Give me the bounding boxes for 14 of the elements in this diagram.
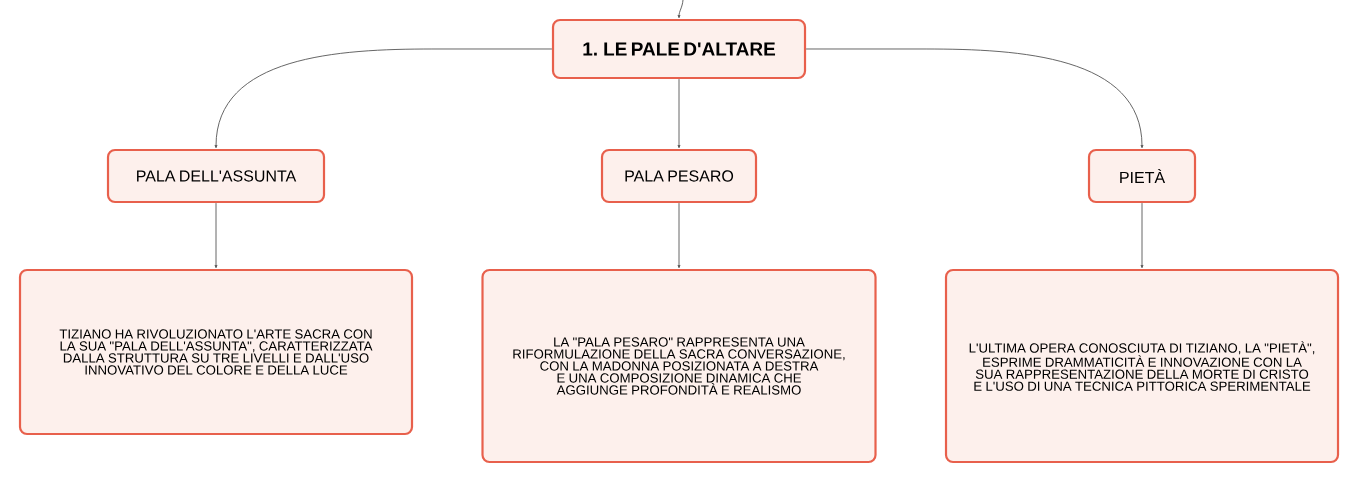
arrow [677, 78, 681, 149]
arrow [805, 48, 1144, 149]
subtopic-box: PALA DELL'ASSUNTA [106, 148, 326, 204]
description-box: L'ULTIMA OPERA CONOSCIUTA DI TIZIANO, LA "PIETÀ", ESPRIME DRAMMATICITÀ E INNOVAZIONE CON LA SUA RAPPRESENTAZIONE DELLA MORTE DI CRISTO E L'USO DI UNA TECNICA PITTORICA SPERIMENTALE [944, 268, 1340, 464]
arrow [677, 202, 681, 269]
subtopic-box: PALA PESARO [600, 148, 758, 204]
subtopic-box: PIETÀ [1087, 148, 1197, 204]
arrow [677, 0, 684, 19]
description-box: TIZIANO HA RIVOLUZIONATO L'ARTE SACRA CON LA SUA "PALA DELL'ASSUNTA", CARATTERIZZATA DALLA STRUTTURA SU TRE LIVELLI E DALL'USO INNOVATIVO DEL COLORE E DELLA LUCE [18, 268, 414, 436]
topic-box: 1. LE PALE D'ALTARE [551, 18, 807, 80]
arrow [214, 202, 218, 269]
arrow [1140, 202, 1144, 269]
arrow [214, 48, 553, 149]
description-box: LA "PALA PESARO" RAPPRESENTA UNA RIFORMULAZIONE DELLA SACRA CONVERSAZIONE, CON LA MADONNA POSIZIONATA A DESTRA E UNA COMPOSIZIONE DINAMICA CHE AGGIUNGE PROFONDITÀ E REALISMO [481, 268, 877, 464]
